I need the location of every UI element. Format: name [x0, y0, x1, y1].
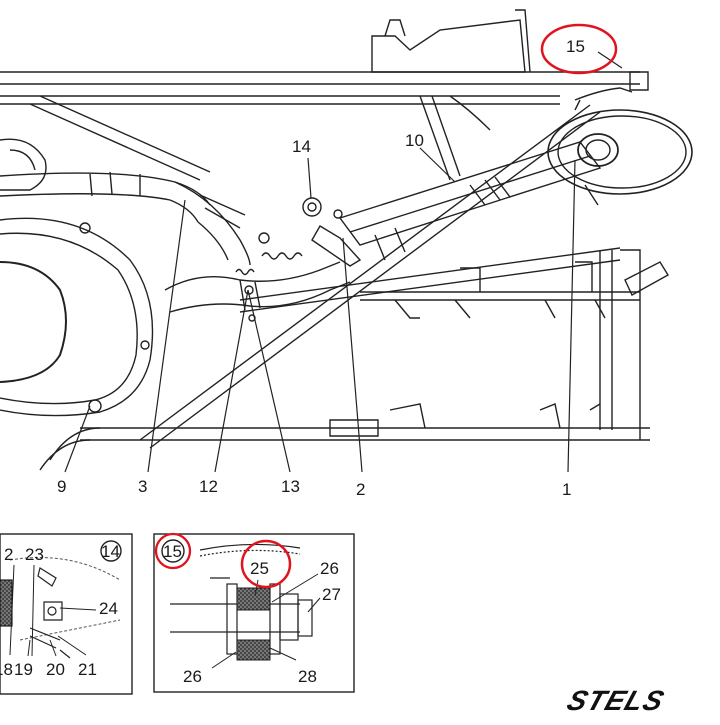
inset-14-label-19: 19: [14, 660, 33, 679]
callout-9: 9: [57, 477, 66, 496]
callout-15: 15: [566, 37, 585, 56]
highlight-circle-inset-15: [154, 532, 192, 570]
callout-10: 10: [405, 131, 424, 150]
callout-13: 13: [281, 477, 300, 496]
inset-15-label-28: 28: [298, 667, 317, 686]
inset-15-label-26-top: 26: [320, 559, 339, 578]
inset-15-label-26-bottom: 26: [183, 667, 202, 686]
inset-14-badge-label: 14: [101, 542, 120, 561]
inset-14-label-2: 2: [4, 545, 13, 564]
callout-1: 1: [562, 480, 571, 499]
highlight-circle-25: [240, 539, 292, 589]
inset-14: 14 2 23 24 18 19 20 21: [0, 533, 133, 695]
inset-14-label-18: 18: [0, 660, 13, 679]
inset-15-label-27: 27: [322, 585, 341, 604]
highlight-circle-15: [540, 23, 618, 75]
inset-14-label-20: 20: [46, 660, 65, 679]
inset-15-label-25: 25: [250, 559, 269, 578]
inset-14-badge: [100, 540, 122, 562]
muffler: [302, 71, 693, 267]
inset-15: 15 25 26 27 26 28: [153, 532, 355, 693]
callout-2: 2: [356, 480, 365, 499]
callout-14: 14: [292, 137, 311, 156]
callout-3: 3: [138, 477, 147, 496]
inset-14-label-23: 23: [25, 545, 44, 564]
inset-14-label-21: 21: [78, 660, 97, 679]
inset-15-badge: [161, 539, 185, 563]
engine-case: [0, 138, 154, 417]
callout-labels: 1 2 3 9 10 12 13 14 15: [57, 37, 585, 499]
header-pipe: [0, 171, 351, 322]
leader-lines: [64, 51, 623, 473]
callout-12: 12: [199, 477, 218, 496]
stels-logo-text: STELS: [563, 686, 668, 717]
frame: [0, 9, 669, 471]
inset-14-label-24: 24: [99, 599, 118, 618]
stels-logo: STELS: [563, 686, 668, 717]
inset-15-badge-label: 15: [163, 542, 182, 561]
